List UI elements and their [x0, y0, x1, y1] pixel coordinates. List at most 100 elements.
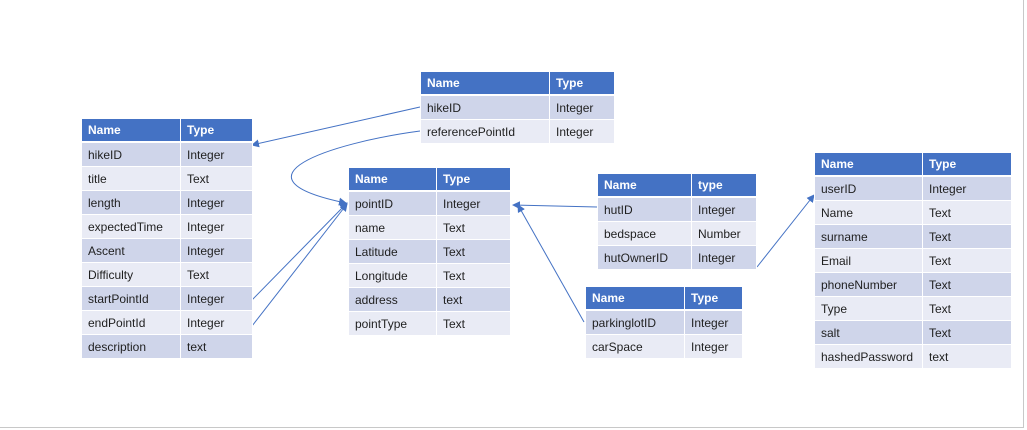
- field-name-cell: pointID: [348, 190, 437, 216]
- field-type-cell: Integer: [691, 245, 757, 270]
- field-type-cell: Text: [436, 311, 511, 336]
- field-name-cell: hikeID: [420, 94, 550, 120]
- field-type-cell: Text: [922, 296, 1012, 321]
- field-type-cell: Text: [436, 215, 511, 240]
- field-name-cell: parkinglotID: [585, 309, 685, 335]
- field-name-cell: bedspace: [597, 221, 692, 246]
- field-type-cell: Integer: [180, 190, 253, 215]
- field-type-cell: Text: [180, 166, 253, 191]
- field-type-cell: Text: [922, 200, 1012, 225]
- field-type-cell: Text: [180, 262, 253, 287]
- field-name-cell: carSpace: [585, 334, 685, 359]
- field-name-cell: title: [81, 166, 181, 191]
- field-name-cell: referencePointId: [420, 119, 550, 144]
- field-type-cell: Text: [436, 263, 511, 288]
- field-name-cell: Email: [814, 248, 923, 273]
- field-name-cell: hikeID: [81, 141, 181, 167]
- field-type-cell: text: [436, 287, 511, 312]
- field-type-cell: Integer: [922, 175, 1012, 201]
- field-type-cell: Integer: [684, 334, 743, 359]
- field-type-cell: Integer: [180, 286, 253, 311]
- column-header-name: Name: [597, 173, 692, 198]
- field-type-cell: Text: [922, 224, 1012, 249]
- field-type-cell: Integer: [180, 310, 253, 335]
- field-name-cell: endPointId: [81, 310, 181, 335]
- column-header-type: Type: [436, 167, 511, 192]
- field-name-cell: hutID: [597, 196, 692, 222]
- field-name-cell: Ascent: [81, 238, 181, 263]
- field-type-cell: text: [922, 344, 1012, 369]
- column-header-name: Name: [814, 152, 923, 177]
- column-header-type: Type: [549, 71, 615, 96]
- column-header-name: Name: [81, 118, 181, 143]
- field-name-cell: phoneNumber: [814, 272, 923, 297]
- field-type-cell: Integer: [549, 119, 615, 144]
- column-header-type: Type: [684, 286, 743, 311]
- field-type-cell: Text: [922, 248, 1012, 273]
- column-header-name: Name: [585, 286, 685, 311]
- field-type-cell: Integer: [180, 238, 253, 263]
- field-type-cell: Number: [691, 221, 757, 246]
- column-header-type: type: [691, 173, 757, 198]
- field-name-cell: address: [348, 287, 437, 312]
- field-name-cell: userID: [814, 175, 923, 201]
- field-name-cell: description: [81, 334, 181, 359]
- field-type-cell: Text: [922, 320, 1012, 345]
- field-type-cell: Text: [922, 272, 1012, 297]
- field-name-cell: Type: [814, 296, 923, 321]
- field-name-cell: length: [81, 190, 181, 215]
- column-header-type: Type: [180, 118, 253, 143]
- field-type-cell: Integer: [549, 94, 615, 120]
- field-name-cell: Longitude: [348, 263, 437, 288]
- field-type-cell: Integer: [684, 309, 743, 335]
- field-name-cell: hashedPassword: [814, 344, 923, 369]
- field-name-cell: salt: [814, 320, 923, 345]
- column-header-name: Name: [348, 167, 437, 192]
- field-name-cell: hutOwnerID: [597, 245, 692, 270]
- field-name-cell: name: [348, 215, 437, 240]
- field-name-cell: startPointId: [81, 286, 181, 311]
- field-name-cell: pointType: [348, 311, 437, 336]
- column-header-name: Name: [420, 71, 550, 96]
- field-name-cell: Latitude: [348, 239, 437, 264]
- field-name-cell: surname: [814, 224, 923, 249]
